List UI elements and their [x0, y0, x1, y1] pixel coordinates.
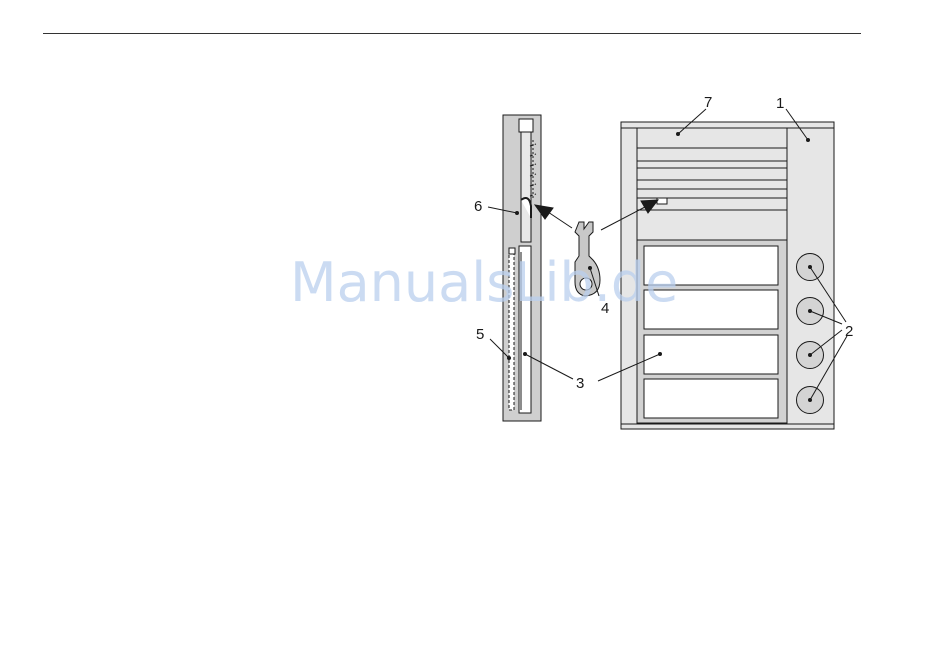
callout-6: 6 [474, 198, 482, 215]
nameplate-3 [644, 335, 778, 374]
callout-7: 7 [704, 94, 712, 111]
callout-2: 2 [845, 323, 853, 340]
watermark: ManualsLib.de [290, 251, 678, 314]
callout-5: 5 [476, 326, 484, 343]
nameplate-4 [644, 379, 778, 418]
latch-slot [657, 198, 667, 204]
callout-1: 1 [776, 95, 784, 112]
side-view-top-cap [519, 119, 533, 132]
side-view-speaker-channel [521, 132, 531, 242]
callout-3: 3 [576, 375, 584, 392]
